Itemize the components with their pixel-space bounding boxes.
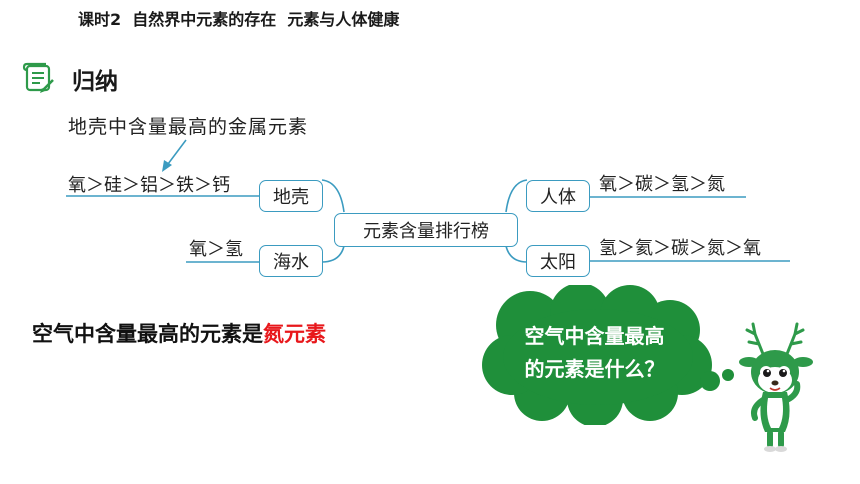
node-human: 人体 xyxy=(526,180,590,212)
air-statement: 空气中含量最高的元素是氮元素 xyxy=(32,318,326,348)
bubble-line-2: 的元素是什么？ xyxy=(524,357,665,381)
node-center: 元素含量排行榜 xyxy=(334,213,518,247)
human-sequence: 氧＞碳＞氢＞氮 xyxy=(599,174,725,195)
air-answer: 氮元素 xyxy=(263,322,326,346)
sun-sequence: 氢＞氦＞碳＞氮＞氧 xyxy=(599,238,761,259)
crust-sequence: 氧＞硅＞铝＞铁＞钙 xyxy=(68,175,230,196)
page-title: 课时2 自然界中元素的存在 元素与人体健康 xyxy=(78,10,400,29)
thought-bubble xyxy=(482,285,734,425)
section-label: 归纳 xyxy=(72,69,118,95)
ocean-sequence: 氧＞氢 xyxy=(189,239,243,260)
deer-mascot-icon xyxy=(739,322,813,452)
bubble-text: 空气中含量最高 的元素是什么？ xyxy=(492,320,697,386)
callout-text: 地壳中含量最高的金属元素 xyxy=(68,116,309,138)
node-crust: 地壳 xyxy=(259,180,323,212)
node-ocean: 海水 xyxy=(259,245,323,277)
summary-scroll-icon xyxy=(22,62,54,93)
air-statement-text: 空气中含量最高的元素是 xyxy=(32,322,263,346)
node-sun: 太阳 xyxy=(526,245,590,277)
bubble-line-1: 空气中含量最高 xyxy=(524,324,665,348)
